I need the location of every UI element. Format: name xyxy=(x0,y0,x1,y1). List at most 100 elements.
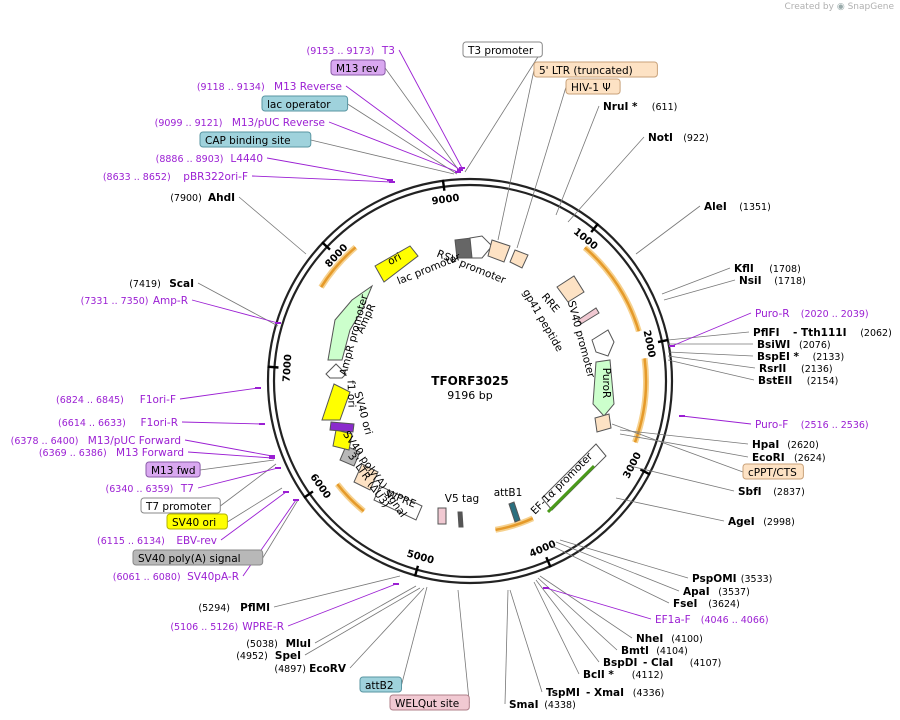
ef1-green-line xyxy=(546,464,596,514)
enzyme-name-noti: NotI xyxy=(648,132,673,144)
enzyme-pos-apai: (3537) xyxy=(718,587,750,598)
enzyme-pos-pspomi: (3533) xyxy=(741,574,773,585)
primer-puror: Puro-R(2020 .. 2039) xyxy=(755,308,869,320)
enzyme-pos-sbfi: (2837) xyxy=(773,487,805,498)
enzyme-name-nsii: NsiI xyxy=(739,275,762,287)
enzyme-name-smai: SmaI xyxy=(509,699,539,711)
primer-name-m13forward: M13 Forward xyxy=(116,447,184,459)
enzyme-pos-fsei: (3624) xyxy=(708,599,740,610)
leader-primer-m13forward xyxy=(187,451,273,459)
primer-name-ef1af: EF1a-F xyxy=(655,614,691,626)
tick-mark xyxy=(545,556,552,568)
ef1-promoter-shape xyxy=(541,443,607,511)
leader-smai xyxy=(504,589,509,705)
leader-primer-m13puc_rev xyxy=(328,121,459,173)
leader-hpai xyxy=(619,429,749,445)
enzyme-name-bspdi: BspDI xyxy=(603,657,637,669)
box-label-cppt: cPPT/CTS xyxy=(742,463,804,480)
primer-name-puror: Puro-R xyxy=(755,308,790,320)
plasmid-length: 9196 bp xyxy=(447,389,492,402)
box-label-text-sv40ori: SV40 ori xyxy=(172,517,216,529)
inner-label-ori: ori xyxy=(386,251,404,268)
box-label-text-hiv: HIV-1 Ψ xyxy=(571,82,611,94)
leader-sv40ori xyxy=(227,487,283,523)
enzyme-name-bcli: BclI * xyxy=(583,669,614,681)
box-label-text-cppt: cPPT/CTS xyxy=(748,467,797,479)
leader-apai xyxy=(555,541,680,592)
tick-mark xyxy=(639,468,651,476)
enzyme-pos-tspmi: (4336) xyxy=(633,688,665,699)
enzyme-name-ahdi: AhdI xyxy=(208,192,235,204)
gp41-shape xyxy=(577,307,600,325)
primer-name-l4440: L4440 xyxy=(230,153,263,165)
leader-primer-ampr_p xyxy=(191,299,279,324)
leader-lines xyxy=(179,49,756,705)
tick-mark xyxy=(303,490,314,499)
f1ori-shape xyxy=(321,383,351,421)
box-label-bg-sv40pa xyxy=(132,549,264,566)
box-label-welqut: WELQut site xyxy=(389,694,470,711)
enzyme-nrui: NruI *(611) xyxy=(603,101,677,113)
box-label-bg-welqut xyxy=(389,694,470,711)
enzyme-bsteii: BstEII(2154) xyxy=(758,375,838,387)
enzyme-name-agei: AgeI xyxy=(728,516,755,528)
primer-pos-sv40par: (6061 .. 6080) xyxy=(113,572,181,583)
enzyme-name-scai: ScaI xyxy=(169,278,194,290)
leader-primer-ef1af xyxy=(545,587,652,620)
primer-name-purof: Puro-F xyxy=(755,419,788,431)
primer-name-f1orir: F1ori-R xyxy=(141,417,178,429)
sv40ori-shape xyxy=(332,429,353,451)
primer-pos-wprer: (5106 .. 5126) xyxy=(170,622,238,633)
enzyme-mlui: MluI(5038) xyxy=(246,638,311,650)
enzyme-pos-mlui: (5038) xyxy=(246,639,278,650)
leader-hiv xyxy=(516,86,567,249)
enzyme-spei: SpeI(4952) xyxy=(236,650,301,662)
sv40pa-shape xyxy=(339,445,361,467)
leader-bspei xyxy=(667,351,754,357)
enzyme-pos-alei: (1351) xyxy=(739,202,771,213)
leader-spei xyxy=(304,587,421,656)
enzyme-pos-bspdi: (4107) xyxy=(690,658,722,669)
leader-agei xyxy=(615,497,725,522)
enzyme-noti: NotI (922) xyxy=(648,132,709,144)
leader-primer-m13puc_fwd xyxy=(184,439,273,457)
primer-name-f1orif: F1ori-F xyxy=(140,394,176,406)
credit-prefix: Created by xyxy=(784,2,834,12)
enzyme-pos-scai: (7419) xyxy=(129,279,161,290)
primer-ampr_p: Amp-R(7331 .. 7350) xyxy=(81,295,188,307)
sv40-promoter-shape xyxy=(591,329,615,357)
box-label-bg-t3prom xyxy=(462,41,543,58)
box-label-t3prom: T3 promoter xyxy=(462,41,543,58)
enzyme-pos-ecori: (2624) xyxy=(794,453,826,464)
enzyme-pos-ecorv: (4897) xyxy=(274,664,306,675)
tick-label: 4000 xyxy=(528,539,558,560)
leader-primer-ebvrev xyxy=(220,491,287,541)
primer-pos-ef1af: (4046 .. 4066) xyxy=(701,615,769,626)
inner-label-ef1_promoter: EF-1α promoter xyxy=(529,450,596,517)
leader-pspomi xyxy=(559,539,689,579)
inner-label-f1ori: f1 ori xyxy=(345,380,358,408)
backbone-outer xyxy=(266,177,674,585)
tick-mark xyxy=(267,365,279,369)
feature-arc xyxy=(495,517,534,532)
leader-ecori xyxy=(619,433,749,458)
enzyme-pos-nhei: (4100) xyxy=(671,634,703,645)
primer-name-ebvrev: EBV-rev xyxy=(176,535,217,547)
tick-label: 7000 xyxy=(281,354,294,383)
leader-t3prom xyxy=(464,49,543,173)
box-label-bg-m13rev xyxy=(330,59,386,76)
enzyme-hpai: HpaI(2620) xyxy=(752,439,819,451)
enzyme-name-tspmi: TspMI xyxy=(546,687,580,699)
leader-primer-wprer xyxy=(287,583,397,627)
ampr-promoter-shape xyxy=(325,363,347,379)
inner-label-attb1: attB1 xyxy=(494,487,523,499)
box-label-sv40pa: SV40 poly(A) signal xyxy=(132,549,264,566)
enzyme-name-bspei: BspEI * xyxy=(757,351,800,363)
enzyme-pos-noti: (922) xyxy=(683,133,709,144)
enzyme-name-pflmi: PflMI xyxy=(240,602,270,614)
primer-wprer: WPRE-R(5106 .. 5126) xyxy=(170,621,284,633)
leader-m13rev xyxy=(384,67,461,173)
enzyme-name-apai: ApaI xyxy=(683,586,710,598)
box-label-bg-m13fwd xyxy=(145,461,201,478)
